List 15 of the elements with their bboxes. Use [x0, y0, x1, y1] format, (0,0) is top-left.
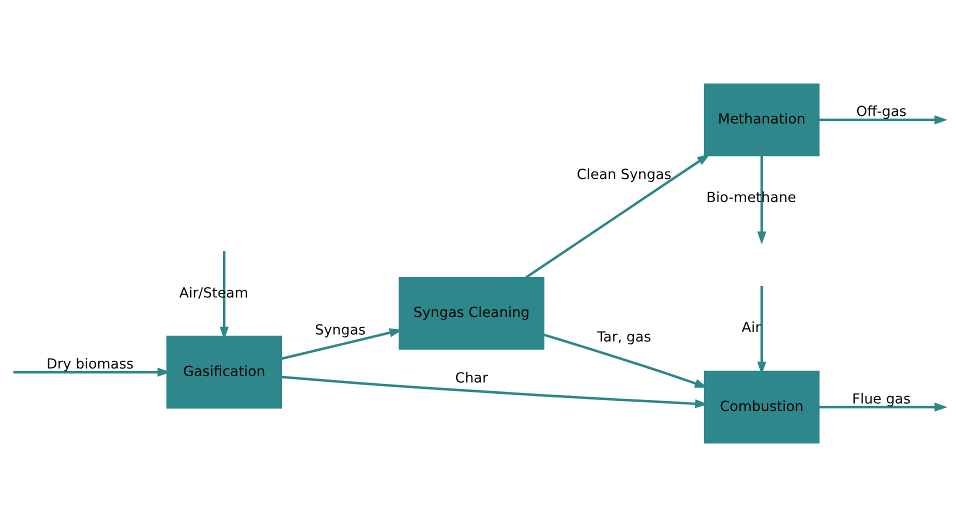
arrow	[757, 156, 766, 245]
edge-label: Tar, gas	[597, 329, 652, 346]
arrow	[820, 115, 948, 124]
edge-label: Syngas	[315, 322, 366, 339]
edge-label: Clean Syngas	[576, 166, 672, 183]
edge-label: Dry biomass	[46, 356, 134, 372]
node-box: Gasification	[166, 336, 282, 409]
arrow	[820, 402, 948, 412]
node-box: Combustion	[704, 370, 820, 444]
arrow	[525, 154, 710, 278]
edge-label: Off-gas	[856, 104, 907, 120]
edge-label: Flue gas	[852, 391, 911, 408]
node-box: Methanation	[704, 84, 820, 156]
node-box: Syngas Cleaning	[398, 276, 544, 350]
edge-label: Char	[455, 370, 488, 386]
